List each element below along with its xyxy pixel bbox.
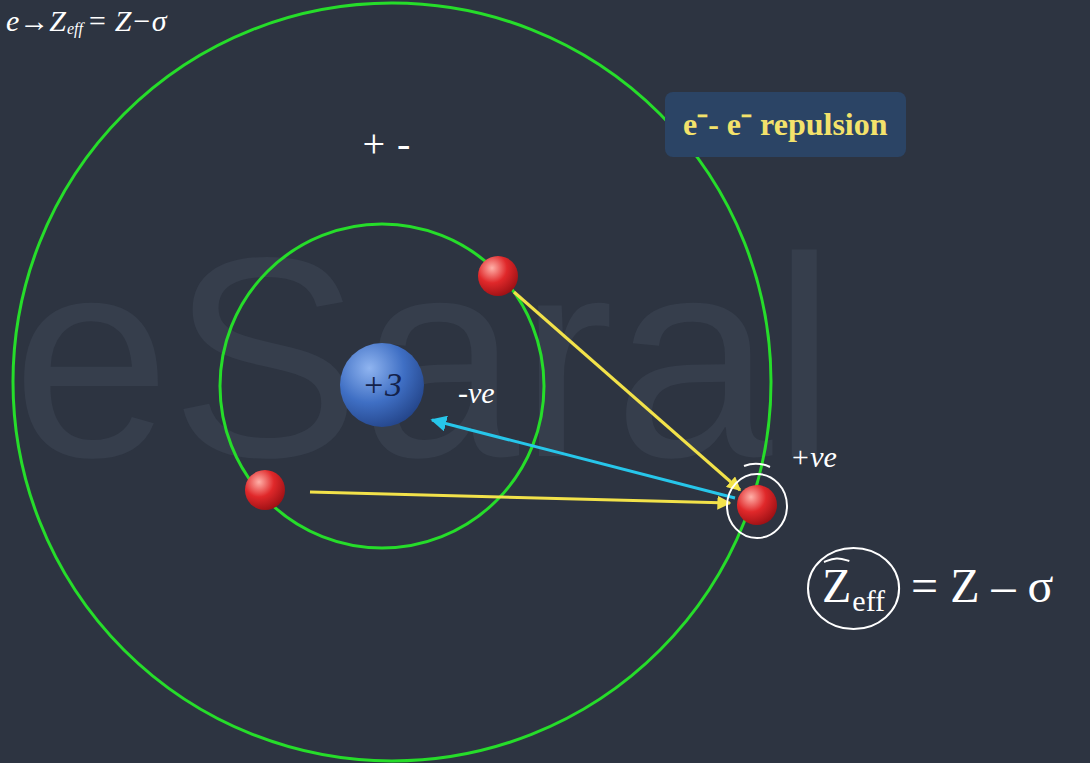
hand-circle bbox=[727, 474, 787, 538]
charge-sign: + - bbox=[360, 122, 410, 166]
charge-note: +ve bbox=[790, 440, 837, 473]
hand-tick bbox=[744, 464, 770, 467]
electron bbox=[737, 485, 777, 525]
title-box: e⁻- e⁻ repulsion bbox=[665, 92, 906, 157]
hand-circle bbox=[808, 548, 899, 629]
watermark: eSaral bbox=[12, 215, 836, 500]
nucleus-circle bbox=[340, 343, 424, 427]
electron bbox=[478, 256, 518, 296]
formula-subscript: eff bbox=[852, 584, 885, 617]
formula-symbol: Z bbox=[822, 560, 851, 613]
repulsion-arrow bbox=[514, 292, 740, 490]
attraction-arrow bbox=[432, 420, 735, 498]
outer-shell bbox=[13, 3, 771, 761]
handwritten-subscript: eff bbox=[67, 20, 83, 38]
formula-text: = Z – σ bbox=[911, 560, 1053, 613]
node-label: e⁻- e⁻ repulsion bbox=[683, 106, 888, 142]
handwritten-note: = Z−σ bbox=[87, 4, 166, 37]
repulsion-arrow bbox=[310, 492, 730, 503]
electron bbox=[245, 470, 285, 510]
handwritten-note: e→Z bbox=[6, 4, 66, 37]
nucleus-charge: +3 bbox=[340, 343, 424, 427]
node-label: +3 bbox=[362, 366, 402, 403]
charge-note: -ve bbox=[458, 376, 495, 409]
inner-shell bbox=[220, 224, 544, 548]
